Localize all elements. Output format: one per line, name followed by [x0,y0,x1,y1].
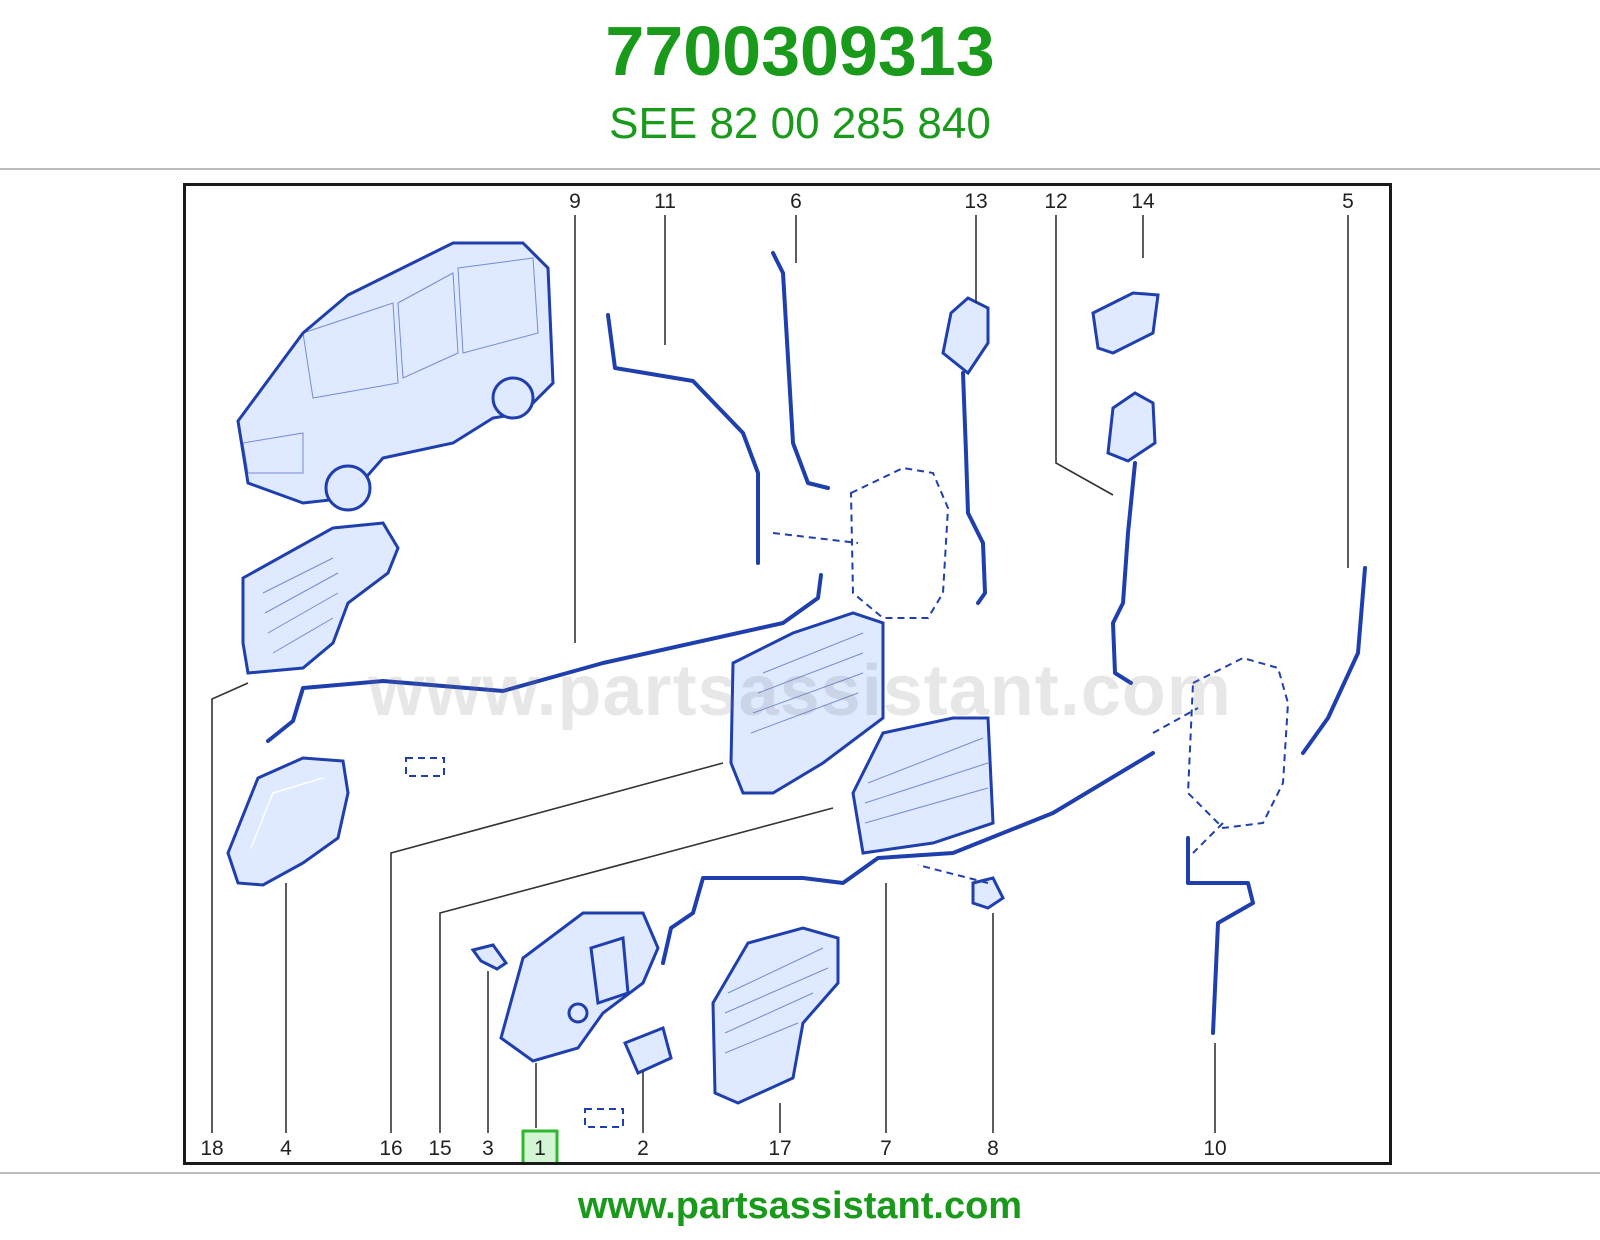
callout-labels: 9 11 6 13 12 14 5 18 4 16 15 3 1 2 17 7 … [200,190,1354,1160]
leader-lines [211,215,1349,1133]
components [226,291,1290,1128]
footer-website-link[interactable]: www.partsassistant.com [577,1185,1023,1227]
callout-17: 17 [768,1137,791,1160]
callout-6: 6 [790,190,802,213]
callout-7: 7 [880,1137,892,1160]
callout-2: 2 [637,1137,649,1160]
callout-16: 16 [379,1137,402,1160]
part-number-title: 7700309313 [605,12,995,90]
callout-13: 13 [964,190,987,213]
callout-4: 4 [280,1137,292,1160]
callout-14: 14 [1131,190,1155,213]
callout-1[interactable]: 1 [534,1137,546,1160]
callout-12: 12 [1044,190,1067,213]
callout-18: 18 [200,1137,223,1160]
top-divider [0,168,1600,170]
callout-15: 15 [428,1137,451,1160]
highlight-box-callout-1 [521,1129,559,1162]
callout-8: 8 [987,1137,999,1160]
van-illustration [236,241,555,512]
callout-10: 10 [1203,1137,1226,1160]
see-reference-subtitle: SEE 82 00 285 840 [609,99,991,148]
parts-diagram: 9 11 6 13 12 14 5 18 4 16 15 3 1 2 17 7 … [183,183,1392,1165]
rods [266,251,1367,1035]
bottom-divider [0,1172,1600,1174]
callout-9: 9 [569,190,581,213]
callout-5: 5 [1342,190,1354,213]
callout-11: 11 [654,190,676,213]
header: 7700309313 SEE 82 00 285 840 [0,0,1600,170]
exploded-view-drawing: 9 11 6 13 12 14 5 18 4 16 15 3 1 2 17 7 … [200,190,1367,1162]
callout-3: 3 [482,1137,494,1160]
